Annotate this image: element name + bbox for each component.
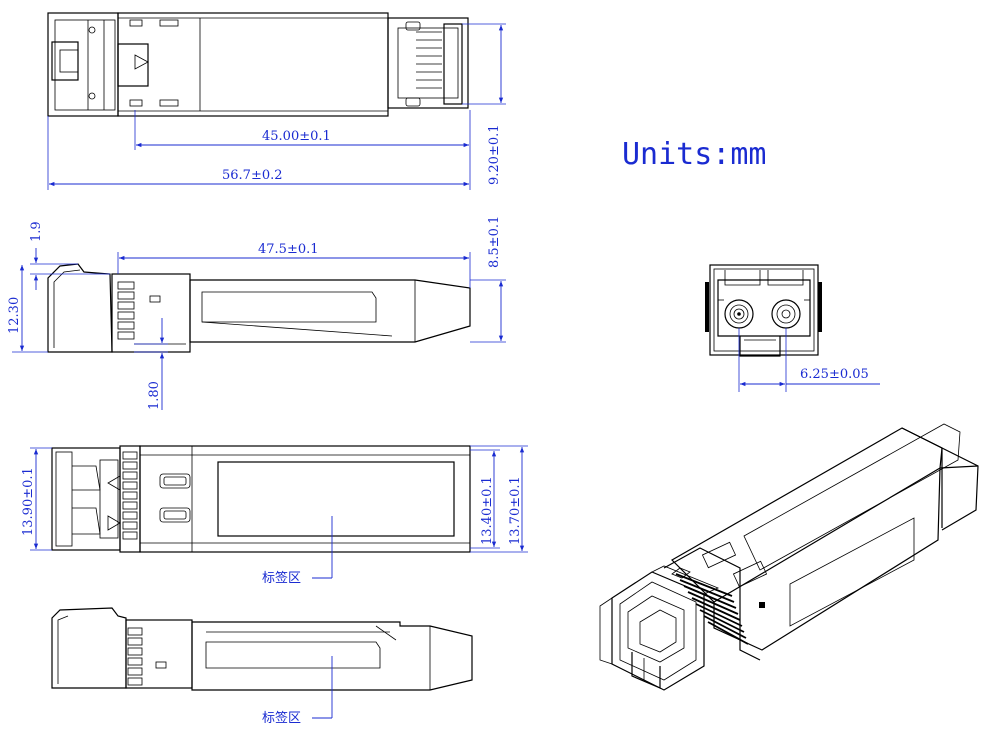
isometric-fins (675, 573, 749, 645)
dim-9-20: 9.20±0.1 (487, 124, 502, 185)
side-view-lower (51, 607, 473, 691)
dim-13-90: 13.90±0.1 (21, 467, 36, 536)
side-view-dimensions: 47.5±0.1 8.5±0.1 1.9 12.30 1.80 (7, 216, 506, 410)
bottom-view (51, 445, 471, 553)
dim-8-5: 8.5±0.1 (487, 216, 502, 268)
isometric-view (599, 423, 979, 691)
label-area-2: 标签区 (262, 710, 301, 726)
dim-13-70: 13.70±0.1 (508, 476, 523, 545)
units-label: Units:mm (622, 137, 767, 172)
side-view-lower-label: 标签区 (262, 656, 333, 726)
dim-56-7: 56.7±0.2 (222, 168, 283, 183)
dim-12-30: 12.30 (7, 297, 22, 334)
dim-1-9: 1.9 (29, 221, 44, 242)
dim-45: 45.00±0.1 (262, 129, 331, 144)
dim-1-80: 1.80 (147, 381, 162, 410)
side-view (47, 263, 471, 353)
dim-6-25: 6.25±0.05 (800, 367, 869, 382)
bottom-view-fins (122, 451, 138, 540)
top-view-fins (416, 31, 442, 89)
label-area-1: 标签区 (262, 570, 301, 586)
dim-47-5: 47.5±0.1 (258, 242, 319, 257)
side-view-fins (117, 281, 135, 340)
side-view-lower-fins (127, 627, 143, 686)
top-view (47, 12, 469, 117)
top-view-dimensions: 45.00±0.1 56.7±0.2 9.20±0.1 (47, 23, 506, 190)
bottom-view-dimensions: 13.90±0.1 13.40±0.1 13.70±0.1 标签区 (21, 445, 528, 586)
end-view-dimensions: 6.25±0.05 (738, 328, 880, 392)
end-view (705, 264, 822, 357)
dim-13-40: 13.40±0.1 (480, 476, 495, 545)
